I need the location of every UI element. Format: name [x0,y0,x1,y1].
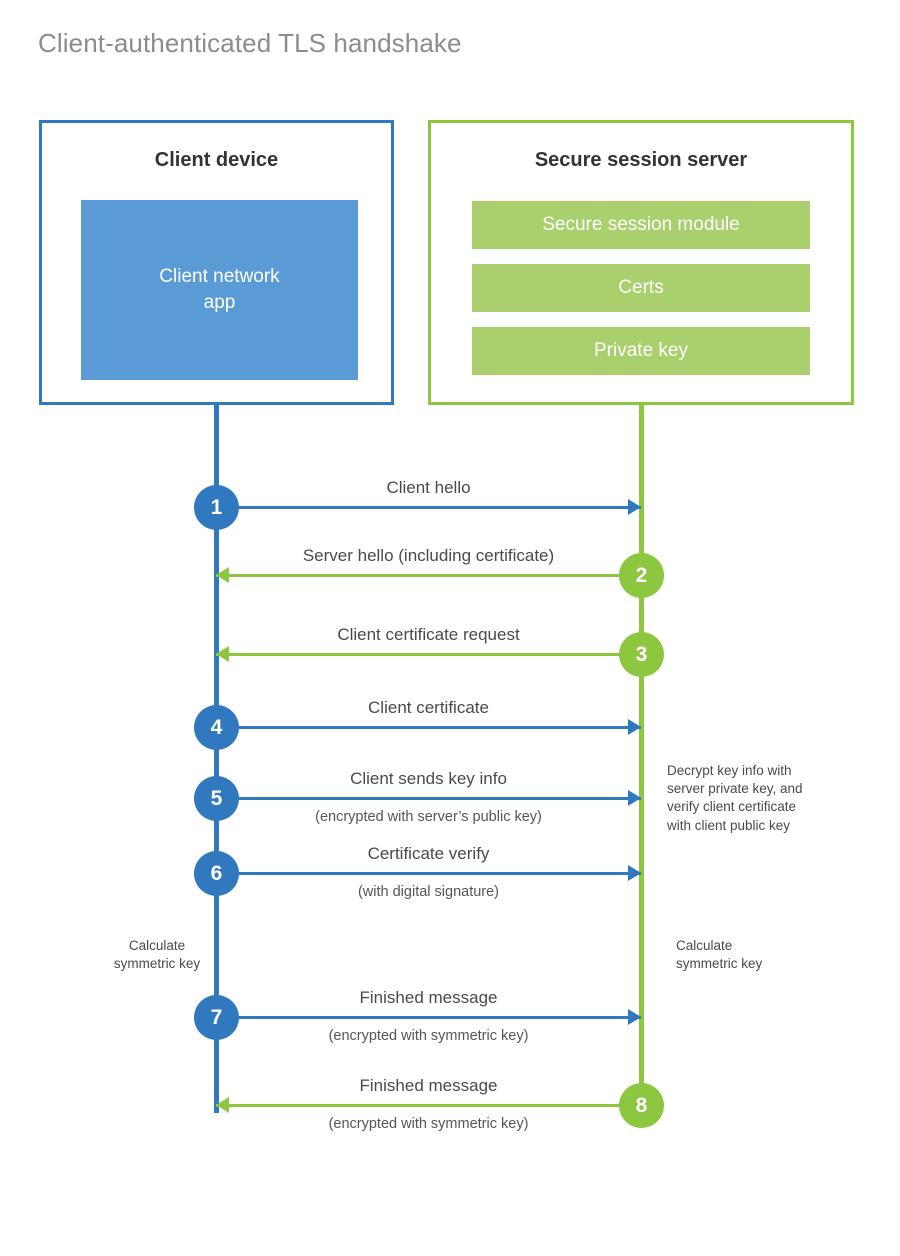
message-label-7: Finished message [359,988,498,1007]
server-component-secure-session-module: Secure session module [472,201,810,249]
message-line-8 [216,1104,641,1107]
message-line-4 [216,726,641,729]
message-label-4: Client certificate [368,698,489,717]
message-label-3: Client certificate request [337,625,520,644]
arrow-head-3 [216,646,229,662]
message-label-6: Certificate verify [367,844,490,863]
message-line-5 [216,797,641,800]
step-circle-4[interactable]: 4 [194,705,239,750]
message-line-7 [216,1016,641,1019]
server-component-private-key: Private key [472,327,810,375]
arrow-head-4 [628,719,641,735]
secure-session-server-title: Secure session server [534,149,748,171]
message-line-6 [216,872,641,875]
message-line-1 [216,506,641,509]
message-sublabel-8: (encrypted with symmetric key) [328,1116,529,1132]
step-circle-3[interactable]: 3 [619,632,664,677]
client-lifeline [214,405,219,1113]
message-label-8: Finished message [359,1076,498,1095]
arrow-head-5 [628,790,641,806]
step-circle-5[interactable]: 5 [194,776,239,821]
step-circle-2[interactable]: 2 [619,553,664,598]
page-title: Client-authenticated TLS handshake [38,28,462,58]
server-lifeline [639,405,644,1107]
message-label-2: Server hello (including certificate) [302,546,555,565]
arrow-head-1 [628,499,641,515]
step-circle-7[interactable]: 7 [194,995,239,1040]
message-sublabel-5: (encrypted with server’s public key) [315,809,542,825]
message-line-3 [216,653,641,656]
message-label-1: Client hello [386,478,471,497]
arrow-head-8 [216,1097,229,1113]
client-device-title: Client device [154,149,279,171]
server-component-certs: Certs [472,264,810,312]
secure-session-server-box: Secure session server Secure session mod… [428,120,854,405]
message-line-2 [216,574,641,577]
arrow-head-6 [628,865,641,881]
step-circle-6[interactable]: 6 [194,851,239,896]
message-label-5: Client sends key info [350,769,507,788]
message-sublabel-7: (encrypted with symmetric key) [328,1028,529,1044]
arrow-head-7 [628,1009,641,1025]
message-sublabel-6: (with digital signature) [357,884,500,900]
step-circle-1[interactable]: 1 [194,485,239,530]
arrow-head-2 [216,567,229,583]
step-circle-8[interactable]: 8 [619,1083,664,1128]
